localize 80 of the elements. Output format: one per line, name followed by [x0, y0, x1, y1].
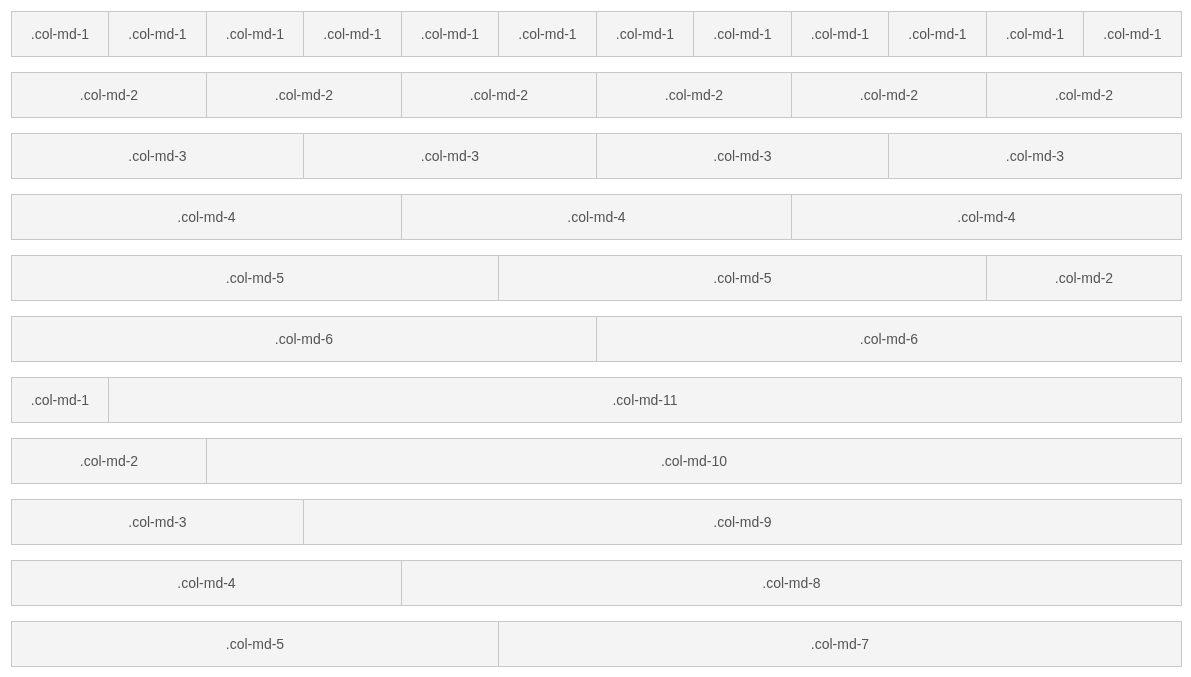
cell-label: .col-md-1	[713, 25, 772, 43]
cell-label: .col-md-3	[128, 513, 187, 531]
cell-label: .col-md-1	[30, 391, 90, 409]
cell-label: .col-md-10	[660, 452, 728, 470]
grid-cell	[11, 438, 207, 484]
cell-label: .col-md-2	[1054, 86, 1114, 104]
cell-label: .col-md-6	[859, 330, 919, 348]
grid-cell	[11, 11, 109, 57]
cell-label: .col-md-1	[30, 25, 90, 43]
cell-label: .col-md-3	[1005, 147, 1065, 165]
cell-label: .col-md-5	[225, 635, 285, 653]
grid-cell	[791, 72, 987, 118]
grid-cell	[401, 194, 792, 240]
cell-label: .col-md-2	[469, 86, 529, 104]
grid-cell	[11, 133, 304, 179]
grid-cell	[206, 72, 402, 118]
grid-cell	[986, 72, 1182, 118]
cell-label: .col-md-3	[713, 147, 772, 165]
grid-cell	[303, 499, 1182, 545]
grid-cell	[303, 133, 597, 179]
grid-cell	[693, 11, 792, 57]
grid-cell	[11, 194, 402, 240]
grid-cell	[888, 133, 1182, 179]
cell-label: .col-md-4	[957, 208, 1016, 226]
cell-label: .col-md-8	[762, 574, 821, 592]
grid-cell	[401, 72, 597, 118]
cell-label: .col-md-4	[177, 574, 236, 592]
grid-cell	[791, 11, 889, 57]
grid-cell	[596, 72, 792, 118]
cell-label: .col-md-2	[1054, 269, 1114, 287]
grid-cell	[11, 316, 597, 362]
cell-label: .col-md-3	[420, 147, 480, 165]
cell-label: .col-md-3	[128, 147, 187, 165]
cell-label: .col-md-5	[713, 269, 772, 287]
grid-cell	[596, 133, 889, 179]
cell-label: .col-md-2	[664, 86, 724, 104]
grid-cell	[11, 560, 402, 606]
cell-label: .col-md-1	[1103, 25, 1162, 43]
cell-label: .col-md-6	[274, 330, 334, 348]
cell-label: .col-md-4	[177, 208, 236, 226]
cell-label: .col-md-1	[225, 25, 285, 43]
grid-cell	[596, 316, 1182, 362]
grid-cell	[11, 621, 499, 667]
cell-label: .col-md-9	[713, 513, 772, 531]
grid-cell	[986, 11, 1084, 57]
cell-label: .col-md-1	[908, 25, 967, 43]
cell-label: .col-md-1	[128, 25, 187, 43]
cell-label: .col-md-5	[225, 269, 285, 287]
grid-cell	[108, 377, 1182, 423]
grid-cell	[401, 11, 499, 57]
grid-cell	[11, 255, 499, 301]
cell-label: .col-md-2	[274, 86, 334, 104]
grid-cell	[1083, 11, 1182, 57]
cell-label: .col-md-1	[518, 25, 577, 43]
grid-cell	[11, 499, 304, 545]
grid-cell	[888, 11, 987, 57]
grid-cell	[498, 11, 597, 57]
grid-cell	[498, 255, 987, 301]
cell-label: .col-md-1	[420, 25, 480, 43]
grid-cell	[791, 194, 1182, 240]
grid-cell	[498, 621, 1182, 667]
cell-label: .col-md-2	[79, 452, 139, 470]
cell-label: .col-md-11	[612, 391, 678, 409]
grid-cell	[303, 11, 402, 57]
grid-cell	[11, 377, 109, 423]
cell-label: .col-md-1	[1005, 25, 1065, 43]
grid-cell	[206, 11, 304, 57]
grid-cell	[11, 72, 207, 118]
cell-label: .col-md-1	[810, 25, 870, 43]
grid-cell	[401, 560, 1182, 606]
cell-label: .col-md-4	[567, 208, 626, 226]
grid-cell	[986, 255, 1182, 301]
cell-label: .col-md-2	[79, 86, 139, 104]
cell-label: .col-md-1	[323, 25, 382, 43]
cell-label: .col-md-1	[615, 25, 675, 43]
grid-cell	[206, 438, 1182, 484]
grid-cell	[596, 11, 694, 57]
cell-label: .col-md-2	[859, 86, 919, 104]
grid-cell	[108, 11, 207, 57]
cell-label: .col-md-7	[810, 635, 870, 653]
